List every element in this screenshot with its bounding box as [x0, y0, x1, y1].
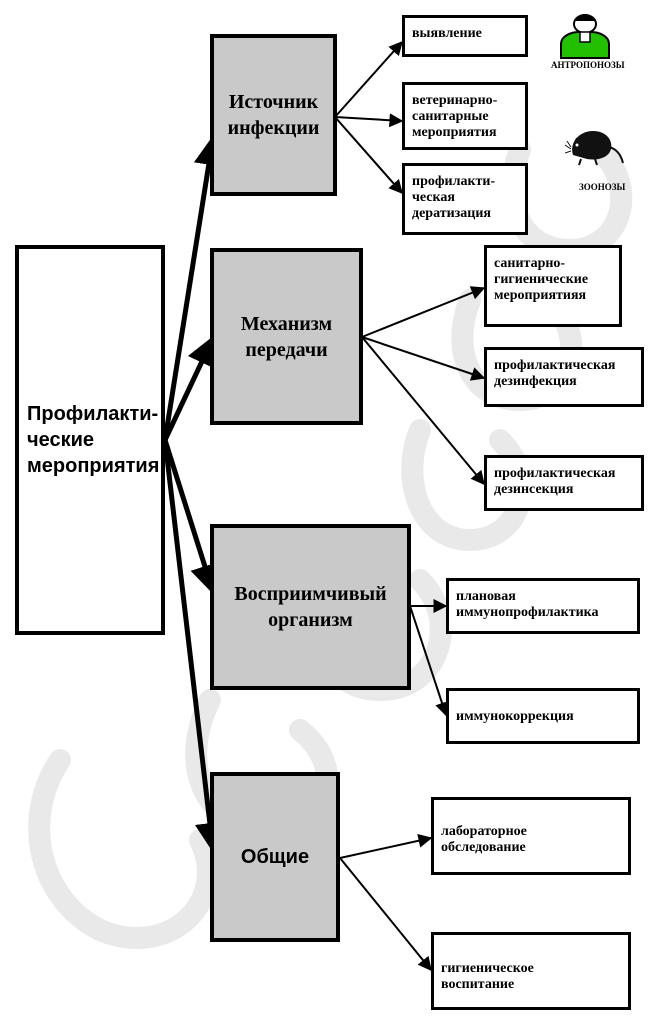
category-label-source: Источник инфекции [227, 91, 320, 139]
leaf-box-deratization: профилакти- ческая дератизация [402, 163, 528, 235]
leaf-label-veterinary: ветеринарно- санитарные мероприятия [412, 93, 498, 140]
root-box: Профилакти- ческие мероприятия [15, 245, 165, 635]
leaf-box-detection: выявление [402, 15, 528, 57]
person-icon [560, 14, 610, 59]
leaf-label-immunoprophylaxis: плановая иммунопрофилактика [456, 589, 599, 620]
leaf-label-disinsection: профилактическая дезинсекция [494, 466, 616, 497]
arrow-root-to-general [162, 439, 225, 853]
arrow-source-to-veterinary [334, 113, 404, 128]
arrow-susceptible-to-immunocorrection [409, 605, 449, 717]
root-label: Профилакти- ческие мероприятия [27, 403, 160, 477]
arrow-mechanism-to-sanitary [361, 286, 486, 338]
leaf-box-veterinary: ветеринарно- санитарные мероприятия [402, 82, 528, 150]
anthroponoses-caption: АНТРОПОНОЗЫ [551, 60, 625, 70]
category-box-general: Общие [210, 772, 340, 942]
leaf-box-immunocorrection: иммунокоррекция [446, 688, 640, 744]
zoonoses-caption: ЗООНОЗЫ [579, 182, 626, 192]
category-label-susceptible: Восприимчивый организм [234, 583, 387, 631]
leaf-label-deratization: профилакти- ческая дератизация [412, 174, 496, 221]
leaf-label-laboratory: лабораторное обследование [441, 824, 527, 855]
leaf-label-disinfection: профилактическая дезинфекция [494, 358, 616, 389]
arrow-root-to-susceptible [162, 439, 220, 595]
arrow-source-to-deratization [334, 116, 403, 195]
arrow-root-to-source [162, 135, 224, 441]
category-box-source: Источник инфекции [210, 34, 337, 196]
leaf-label-hygiene: гигиеническое воспитание [441, 961, 534, 992]
leaf-label-immunocorrection: иммунокоррекция [456, 709, 574, 724]
arrow-general-to-laboratory [339, 833, 433, 859]
leaf-label-sanitary: санитарно- гигиенические мероприятияя [494, 256, 589, 303]
category-box-susceptible: Восприимчивый организм [210, 524, 411, 690]
arrow-mechanism-to-disinsection [361, 336, 485, 486]
leaf-box-hygiene: гигиеническое воспитание [431, 932, 631, 1010]
arrow-root-to-mechanism [162, 335, 216, 442]
leaf-box-sanitary: санитарно- гигиенические мероприятияя [484, 245, 622, 327]
leaf-box-laboratory: лабораторное обследование [431, 797, 631, 875]
leaf-box-disinsection: профилактическая дезинсекция [484, 455, 644, 511]
leaf-label-detection: выявление [412, 26, 482, 41]
rat-icon [565, 131, 624, 166]
arrow-mechanism-to-disinfection [361, 336, 486, 381]
arrow-source-to-detection [334, 40, 403, 118]
category-box-mechanism: Механизм передачи [210, 248, 363, 425]
leaf-box-disinfection: профилактическая дезинфекция [484, 347, 644, 407]
arrow-general-to-hygiene [339, 857, 432, 972]
category-label-mechanism: Механизм передачи [240, 312, 333, 361]
category-label-general: Общие [240, 846, 310, 868]
leaf-box-immunoprophylaxis: плановая иммунопрофилактика [446, 578, 640, 634]
